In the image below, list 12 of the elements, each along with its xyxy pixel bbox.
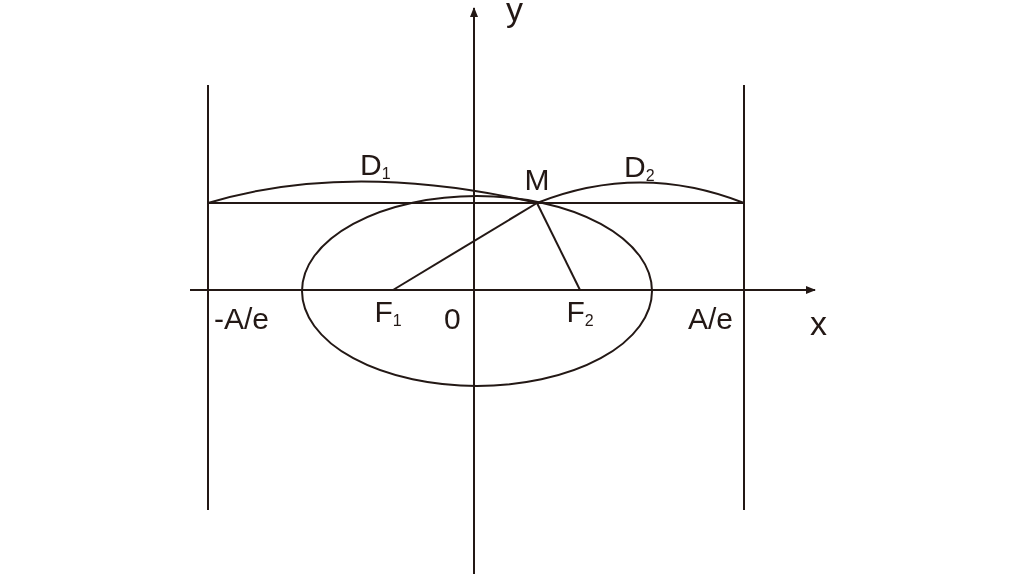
point-label: F$_{2}$ [566,295,594,331]
tick-label: -A/e [214,302,270,336]
axis-label: x [810,306,827,340]
curve-label: D$_{2}$ [624,150,655,186]
point-label: F$_{1}$ [374,295,402,331]
line-segment [392,202,538,291]
line-segment [536,202,581,291]
origin-label: 0 [444,302,461,336]
tick-label: A/e [688,302,734,336]
axis-label: y [506,0,523,26]
point-label: M [524,163,550,197]
curve-label: D$_{1}$ [360,148,391,184]
